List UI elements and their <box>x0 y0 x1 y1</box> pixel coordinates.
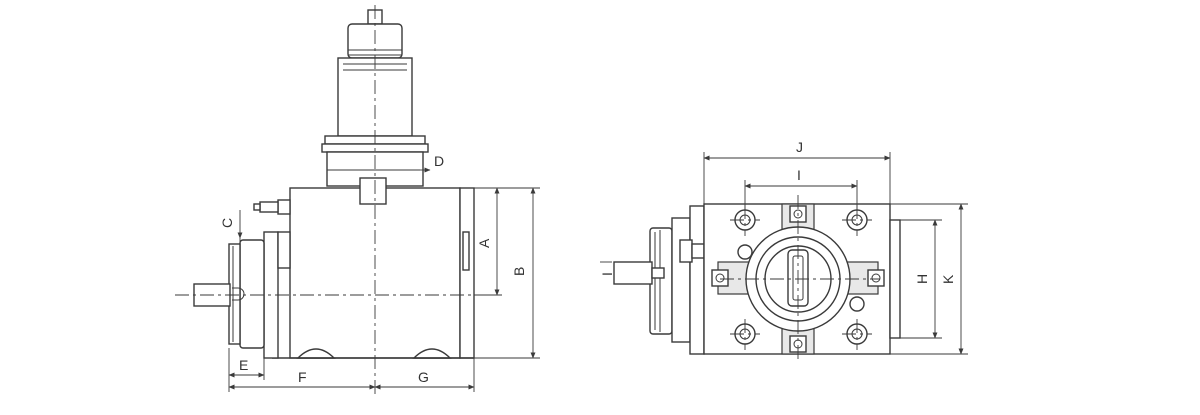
label-a: A <box>476 238 492 248</box>
front-shaft <box>613 261 653 285</box>
fitting-body <box>277 199 291 215</box>
label-h: H <box>914 274 930 284</box>
front-right-plate <box>889 219 901 339</box>
side-view: D A B C E F G <box>175 5 540 395</box>
label-j: J <box>796 139 803 155</box>
small-bolts <box>711 205 885 353</box>
label-i-left: I <box>599 272 615 276</box>
label-i-top: I <box>797 167 801 183</box>
front-flange-outer <box>671 217 691 343</box>
fitting-tip <box>253 203 261 211</box>
label-f: F <box>298 369 307 385</box>
side-plate <box>459 187 475 359</box>
label-g: G <box>418 369 429 385</box>
label-k: K <box>940 274 956 284</box>
front-shaft-key <box>651 267 665 279</box>
fitting-nut <box>259 201 279 213</box>
front-fitting-nut <box>691 243 705 259</box>
front-fitting <box>679 239 693 263</box>
label-d: D <box>434 153 444 169</box>
slot <box>462 231 470 271</box>
left-flange-tab <box>277 231 291 269</box>
front-flange-disc <box>649 227 673 335</box>
shaft-key <box>232 287 245 301</box>
front-view: J I I H K <box>599 139 968 362</box>
front-flange-plate <box>689 205 705 355</box>
label-e: E <box>239 357 248 373</box>
label-c: C <box>219 218 235 228</box>
top-plug <box>359 177 387 205</box>
label-b: B <box>511 267 527 276</box>
